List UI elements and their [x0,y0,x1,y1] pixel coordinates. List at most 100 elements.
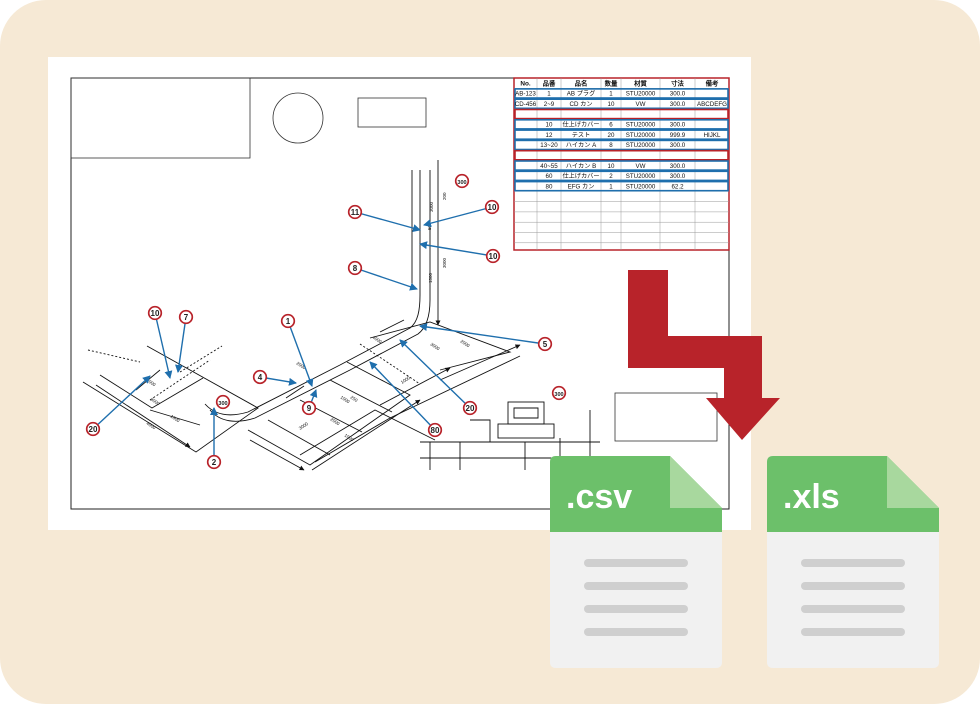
callout-leader-line [354,267,418,291]
callout-leader-line [287,320,314,387]
bom-cell: HIJKL [704,132,721,139]
callout-bubble: 2 [206,454,222,470]
file-content-line [801,628,905,636]
callout-leader-line [92,375,151,430]
callout-number: 2 [212,458,217,467]
bom-header-cell: 数量 [605,79,618,88]
bom-cell: 仕上げカバー [562,172,599,180]
bom-cell: 62.2 [671,183,684,190]
bom-cell: 1 [609,91,613,98]
bom-cell: 10 [608,163,615,170]
callout-leader-line [423,206,493,228]
callout-number: 300 [554,392,563,398]
bom-cell: ハイカン B [566,163,596,170]
callout-number: 11 [351,208,360,217]
dimension-label: 250 [349,395,358,404]
csv-file-icon: .csv [550,456,722,668]
file-extension-label: .csv [566,478,632,516]
file-content-line [584,559,688,567]
bom-cell: STU20000 [626,132,656,139]
bom-cell: 300.0 [670,142,686,149]
callout-leaders [92,206,546,462]
callout-bubble: 1 [280,313,296,329]
bom-cell: EFG カン [568,183,595,190]
bom-cell: VW [636,163,646,170]
export-files: .csv.xls [550,456,939,668]
callout-number: 1 [286,317,291,326]
dimension-label: 1500 [428,272,433,283]
dimension-label: 4000 [371,335,383,345]
callout-leader-line [419,323,546,345]
dimension-label: 1000 [169,414,181,424]
file-content-line [801,582,905,590]
callout-bubble: 11 [347,204,363,220]
callout-leader-line [419,241,494,257]
callout-number: 5 [543,340,548,349]
bom-cell: CD-456 [515,101,537,108]
bom-cell: ハイカン A [566,142,597,149]
callout-number: 10 [151,309,160,318]
bom-cell: 1 [547,91,551,98]
dimension-label: 200 [442,192,447,200]
file-content-line [801,605,905,613]
callout-leader-line [154,312,173,379]
bom-cell: 2 [609,173,613,180]
bom-cell: STU20000 [626,142,656,149]
bom-cell: 仕上げカバー [562,121,599,129]
bom-cell: 40~55 [540,163,558,170]
callout-bubble: 300 [551,385,567,401]
bom-header-cell: 備考 [706,79,719,88]
callout-number: 9 [307,404,312,413]
callout-bubble: 9 [301,400,317,416]
callout-bubble: 7 [178,309,194,325]
title-box [70,77,251,159]
callout-number: 10 [489,252,498,261]
pipe-left-run [204,364,341,416]
callout-leader-line [399,339,471,409]
callout-bubble: 300 [215,394,231,410]
callout-bubble: 5 [537,336,553,352]
callout-bubble: 20 [85,421,101,437]
dimension-label: 3000 [298,421,310,431]
bom-cell: STU20000 [626,91,656,98]
bom-cell: テスト [572,132,591,139]
bom-cell: 80 [546,183,553,190]
bom-cell: STU20000 [626,183,656,190]
callout-leader-line [175,316,187,373]
bom-row-highlight [514,119,729,130]
dimension-label: 3000 [149,397,161,407]
bom-cell: 60 [546,173,553,180]
callout-number: 20 [466,404,475,413]
callout-leader-line [369,361,436,431]
callout-bubble: 10 [147,305,163,321]
pipe-riser [339,170,421,366]
note-box [614,392,718,442]
bom-cell: 1 [609,183,613,190]
file-fold-corner [670,456,722,508]
file-content-line [801,559,905,567]
dimension-label: 1000 [343,433,355,443]
bom-header-cell: 品名 [575,79,588,88]
file-content-line [584,628,688,636]
left-platform-inner [99,374,204,409]
bom-cell: 300.0 [670,163,686,170]
file-content-line [584,605,688,613]
callout-leader-line [354,211,421,232]
bom-header-cell: 材質 [634,79,647,88]
callout-bubble: 10 [485,248,501,264]
dimension-label: 3000 [442,257,447,268]
circle-mark [272,92,324,144]
isometric-piping-drawing [82,160,600,471]
conversion-arrow [628,270,780,440]
callout-number: 8 [353,264,358,273]
small-box [357,97,427,128]
right-deck-outline [369,321,512,371]
dimension-label: 1000 [400,375,412,385]
file-content-line [584,582,688,590]
dimension-label: 3000 [429,342,441,352]
bom-cell: 10 [546,122,553,129]
